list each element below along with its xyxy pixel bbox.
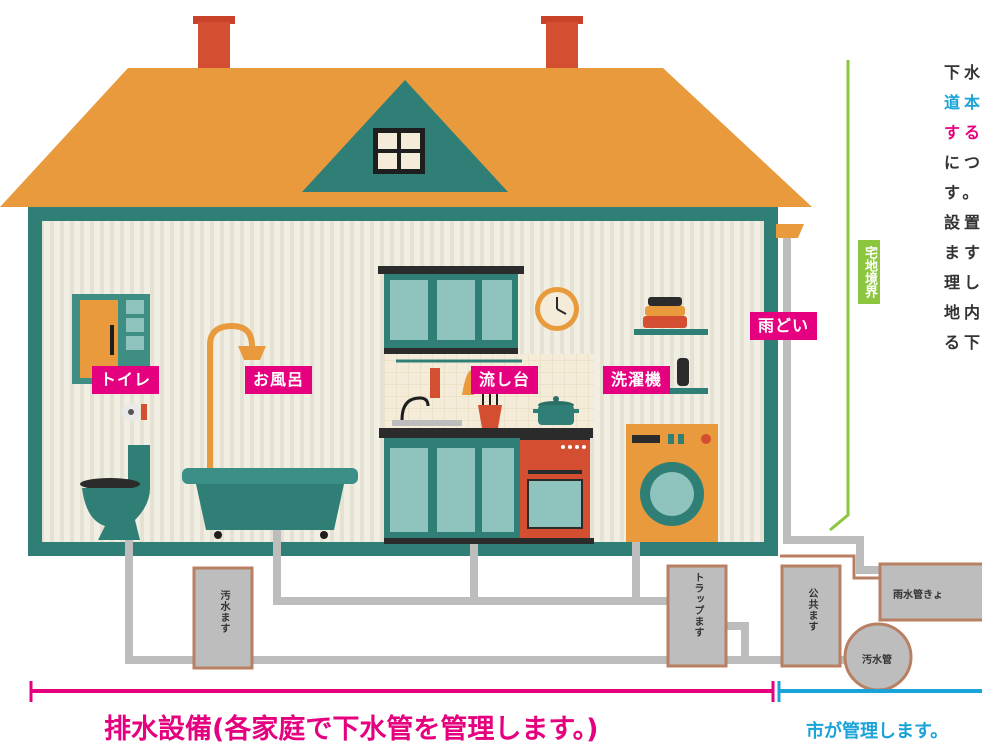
city-label: 市が管理します。: [806, 721, 949, 742]
lower-cabinet: [379, 428, 594, 544]
label-toilet: トイレ: [92, 366, 160, 394]
washing-machine: [626, 424, 718, 542]
upper-cabinet: [378, 266, 524, 354]
explanation-line: 設置: [944, 213, 982, 232]
label-sewage-basin: 汚水ます: [218, 590, 229, 634]
label-sink: 流し台: [471, 366, 539, 394]
gutter-downpipe: [783, 238, 880, 574]
label-washer: 洗濯機: [603, 366, 671, 394]
explanation-line: 地内: [944, 303, 982, 322]
explanation-line: 理し: [944, 273, 982, 292]
explanation-line: す。: [944, 183, 982, 202]
explanation-text: 下水道本するにつす。設置ます理し地内る下: [944, 58, 982, 358]
boundary-line: [829, 60, 850, 532]
city-bracket: [777, 681, 982, 702]
storm-pipe: [878, 562, 982, 622]
explanation-line: 下水: [944, 63, 982, 82]
household-bracket: [29, 681, 775, 702]
bottle-shelf: [660, 358, 708, 394]
toilet: [80, 445, 150, 540]
household-label: 排水設備(各家庭で下水管を管理します。): [104, 714, 599, 745]
label-trap-basin: トラップます: [692, 572, 703, 638]
oven: [520, 430, 590, 538]
wall-clock: [535, 287, 579, 331]
explanation-line: 道本: [944, 93, 982, 112]
cooking-pot: [533, 396, 579, 425]
explanation-line: ます: [944, 243, 982, 262]
chimney-right: [541, 16, 583, 70]
toilet-paper: [122, 403, 147, 421]
label-bath: お風呂: [245, 366, 313, 394]
label-sewer-pipe: 汚水管: [862, 655, 892, 666]
label-public-basin: 公共ます: [806, 588, 817, 632]
label-gutter: 雨どい: [750, 312, 818, 340]
public-basin: [780, 564, 842, 668]
chimney-left: [193, 16, 235, 70]
dormer-window: [373, 128, 425, 174]
explanation-line: する: [944, 123, 982, 142]
label-boundary: 宅地境界: [858, 240, 880, 304]
faucet: [392, 396, 462, 426]
towel-shelf: [634, 297, 708, 335]
gutter-top: [776, 224, 804, 238]
trap-basin: [666, 564, 728, 668]
shower: [207, 322, 266, 470]
label-storm-pipe: 雨水管きょ: [893, 590, 943, 601]
sewage-basin: [192, 566, 254, 670]
explanation-line: る下: [944, 333, 982, 352]
explanation-line: につ: [944, 153, 982, 172]
bathtub: [182, 468, 358, 539]
